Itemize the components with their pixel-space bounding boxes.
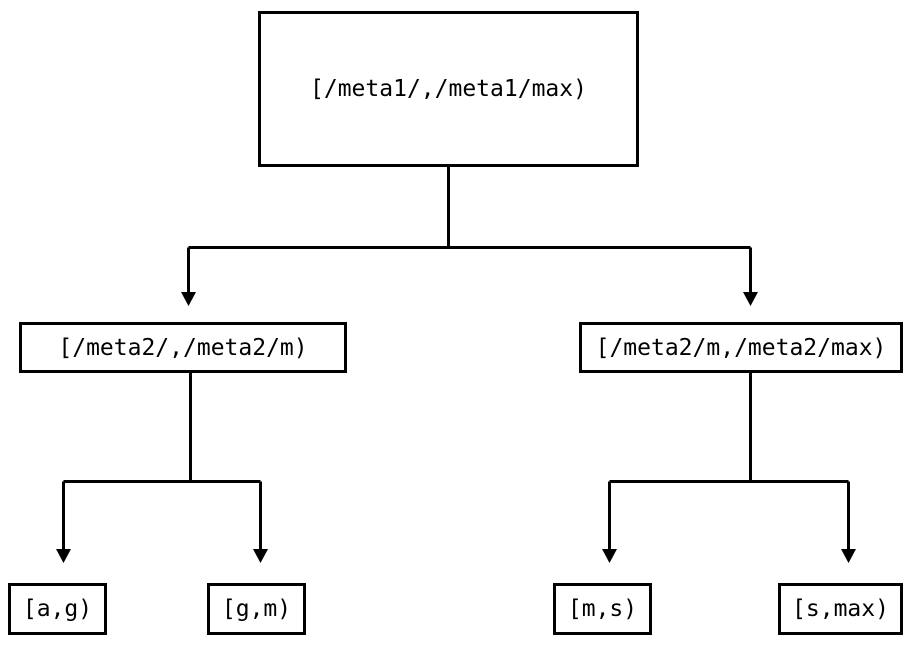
edge-root-to-mid-level [181, 167, 758, 306]
tree-node-mid-right[interactable]: [/meta2/m,/meta2/max) [579, 322, 903, 373]
tree-node-leaf-g-m[interactable]: [g,m) [207, 583, 306, 635]
arrowhead-mid-right [743, 292, 758, 306]
tree-node-leaf-a-g[interactable]: [a,g) [8, 583, 107, 635]
arrowhead-leaf-m-s [602, 549, 617, 563]
tree-node-leaf-m-s[interactable]: [m,s) [553, 583, 652, 635]
arrowhead-mid-left [181, 292, 196, 306]
edge-mid-left-to-leaves [56, 373, 268, 563]
tree-node-mid-left[interactable]: [/meta2/,/meta2/m) [19, 322, 347, 373]
arrowhead-leaf-a-g [56, 549, 71, 563]
edge-mid-right-to-leaves [602, 373, 856, 563]
arrowhead-leaf-g-m [253, 549, 268, 563]
arrowhead-leaf-s-max [841, 549, 856, 563]
tree-node-root[interactable]: [/meta1/,/meta1/max) [258, 11, 639, 167]
tree-node-leaf-s-max[interactable]: [s,max) [778, 583, 903, 635]
